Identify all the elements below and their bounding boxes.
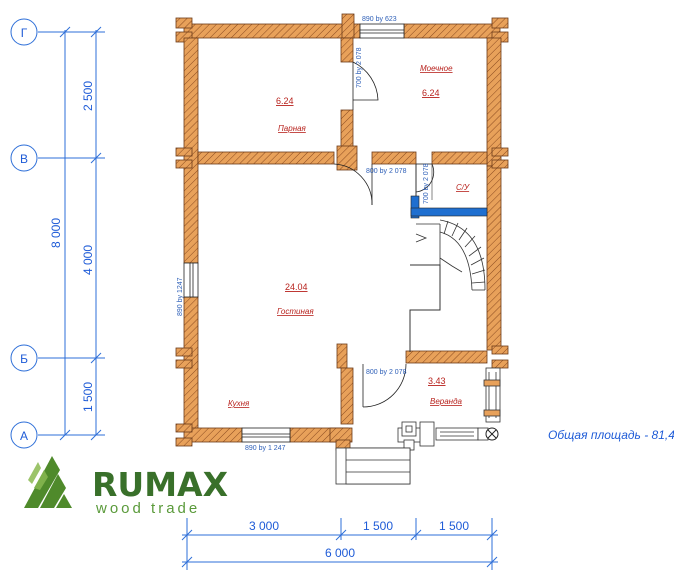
room-su-name: С/У (456, 183, 470, 192)
staircase (415, 219, 486, 291)
room-kuhnya-name: Кухня (228, 399, 250, 408)
label-left-window: 890 by 1247 (177, 277, 184, 316)
axis-marker-a: А (10, 421, 38, 449)
bottom-dimension-lines (181, 518, 498, 570)
room-veranda-name: Веранда (430, 397, 463, 406)
dim-left-1: 2 500 (81, 81, 95, 111)
label-top-window: 890 by 623 (362, 16, 397, 23)
bathroom-partition (410, 195, 488, 219)
door-parnaya (352, 61, 379, 110)
porch-steps (335, 447, 411, 485)
label-parnaya-door: 700 by 2 078 (356, 47, 363, 88)
label-su-door: 700 by 2 078 (423, 163, 430, 204)
room-moechnoe-name: Моечное (420, 64, 453, 73)
room-gostinaya-area: 24.04 (285, 282, 308, 292)
dim-bottom-3: 1 500 (439, 519, 469, 533)
dim-bottom-1: 3 000 (249, 519, 279, 533)
dim-left-3: 1 500 (81, 382, 95, 412)
window-bottom (241, 427, 291, 443)
window-top (359, 23, 405, 39)
dim-bottom-2: 1 500 (363, 519, 393, 533)
left-dimension-lines (38, 26, 105, 441)
dim-bottom-total: 6 000 (325, 546, 355, 560)
label-hall-door: 800 by 2 078 (366, 168, 407, 175)
axis-marker-v: В (10, 144, 38, 172)
walls (175, 13, 509, 451)
svg-text:В: В (20, 152, 28, 166)
dim-left-2: 4 000 (81, 245, 95, 275)
label-veranda-door: 800 by 2 078 (366, 369, 407, 376)
total-area: Общая площадь - 81,4м2 (548, 428, 674, 442)
svg-text:Б: Б (20, 352, 28, 366)
room-parnaya-name: Парная (278, 124, 307, 133)
axis-marker-g: Г (10, 18, 38, 46)
dim-left-total: 8 000 (49, 218, 63, 248)
door-hall (333, 163, 373, 206)
veranda-railing (397, 367, 501, 451)
svg-text:Г: Г (21, 26, 28, 40)
label-bottom-window: 890 by 1 247 (245, 445, 286, 452)
room-gostinaya-name: Гостиная (277, 307, 314, 316)
door-veranda (362, 363, 407, 408)
rumax-logo-mark (24, 456, 72, 508)
logo-brand: RUMAX (92, 465, 228, 504)
drain-symbol (485, 427, 499, 441)
svg-text:А: А (20, 429, 28, 443)
logo-tagline: wood trade (95, 500, 200, 517)
axis-marker-b: Б (10, 344, 38, 372)
room-parnaya-area: 6.24 (276, 96, 294, 106)
room-moechnoe-area: 6.24 (422, 88, 440, 98)
room-veranda-area: 3.43 (428, 376, 446, 386)
window-left (183, 262, 199, 298)
door-su (415, 163, 435, 193)
